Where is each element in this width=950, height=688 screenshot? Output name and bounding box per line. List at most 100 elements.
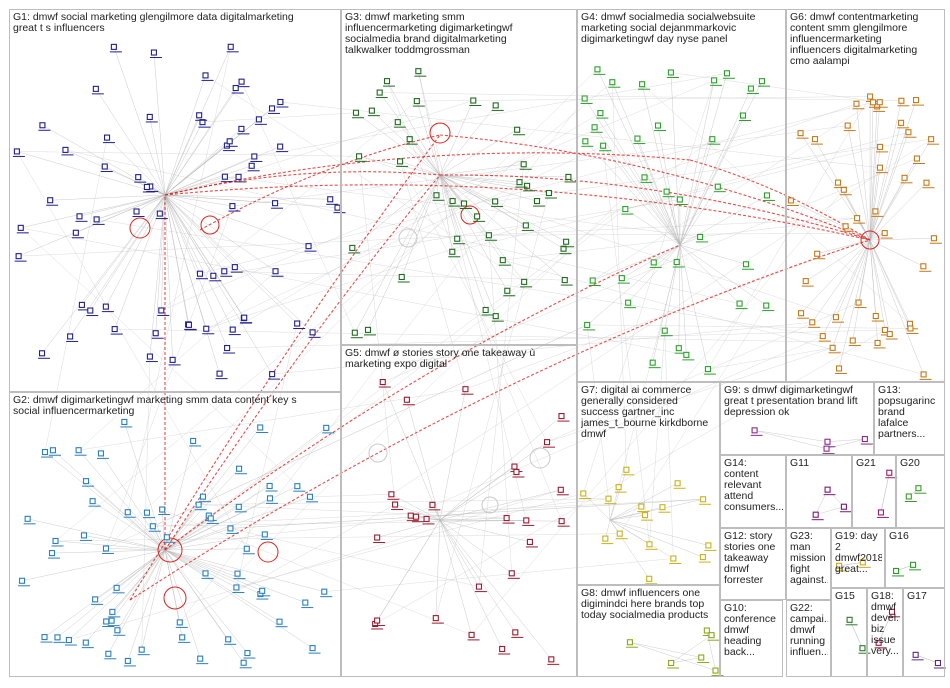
node-g4 [600,142,607,149]
edge [391,494,441,521]
node-g1 [268,105,276,112]
edge [679,244,740,304]
group-g10-label: G10: conference dmwf heading back... [724,603,776,658]
node-g16 [893,567,900,574]
edge [379,92,441,176]
edge [21,549,166,582]
edge [202,112,357,123]
edge [439,100,474,176]
edge [439,519,552,660]
node-g2 [225,636,232,643]
node-g6 [872,208,879,215]
group-g2-box: G2: dmwf digimarketingwf marketing smm d… [9,392,341,677]
group-g20-box: G20 [896,455,945,528]
edge [92,500,166,551]
self-loop [529,447,551,469]
group-g19-box: G19: day 2 dmwf2018 great... [831,528,885,588]
edge [439,164,524,176]
edge [805,239,871,282]
node-g2 [113,584,120,591]
node-g11 [812,511,819,518]
node-g3 [415,68,422,75]
node-g5 [379,379,386,386]
edge [679,244,687,355]
node-g2 [176,619,183,626]
edge [856,103,871,241]
node-g1 [327,196,334,203]
node-g3 [449,198,456,205]
node-g6 [898,97,905,104]
node-g1 [111,326,118,333]
node-g1 [152,330,159,337]
edge [471,189,845,636]
node-g1 [87,307,94,314]
node-g4 [661,327,668,334]
node-g1 [255,116,262,123]
edge [141,549,166,650]
node-g4 [625,299,632,306]
group-g14-box: G14: content relevant attend consumers..… [720,455,786,528]
node-g5 [503,515,510,522]
node-g1 [202,72,209,79]
group-g9-box: G9: s dmwf digimarketingwf great t prese… [720,382,874,455]
group-g15-label: G15 [835,591,855,602]
edge [105,206,233,549]
edge [839,562,863,567]
edge [439,441,548,521]
self-loop [368,443,388,463]
edge [272,322,813,375]
edge [354,174,441,333]
edge [439,174,458,239]
node-g1 [76,213,83,220]
edge [439,174,508,291]
node-g2 [323,424,330,431]
edge [401,174,441,278]
edge [164,115,200,196]
edge [439,129,518,176]
edge [869,182,927,241]
node-g3 [492,102,499,109]
group-g1-box: G1: dmwf social marketing glengilmore da… [9,9,341,392]
node-g6 [907,325,914,332]
edge [164,75,206,196]
node-g6 [854,215,861,222]
edge [52,450,166,551]
node-g6 [842,223,849,230]
edge [754,430,827,449]
node-g6 [901,174,908,181]
node-g7 [659,504,666,511]
edge [592,244,681,281]
edge [164,549,248,654]
group-g7-box: G7: digital ai commerce generally consid… [577,382,720,585]
node-g4 [594,66,601,73]
edge [671,657,702,664]
node-g5 [403,396,410,403]
node-g4 [763,192,771,199]
edge [439,174,453,252]
node-g6 [881,230,888,237]
edge [164,194,245,318]
self-loop [398,228,418,248]
edge [213,199,680,276]
node-g21 [877,509,884,516]
edge [127,512,166,551]
edge [241,81,356,333]
edge [164,194,309,247]
node-g3 [364,326,372,333]
edge [679,80,715,246]
node-g2 [41,449,49,456]
node-g6 [809,319,816,326]
node-g6 [920,263,927,270]
node-g2 [259,587,266,594]
edge [164,549,237,588]
edge [435,519,441,619]
edge [439,519,480,587]
edge [439,174,496,202]
edge [96,100,474,220]
edge [609,519,650,579]
group-g23-box: G23: man mission fight against... [786,528,831,600]
node-g1 [221,268,228,275]
node-g2 [80,532,88,539]
edge [78,388,466,451]
node-g6 [872,312,879,320]
